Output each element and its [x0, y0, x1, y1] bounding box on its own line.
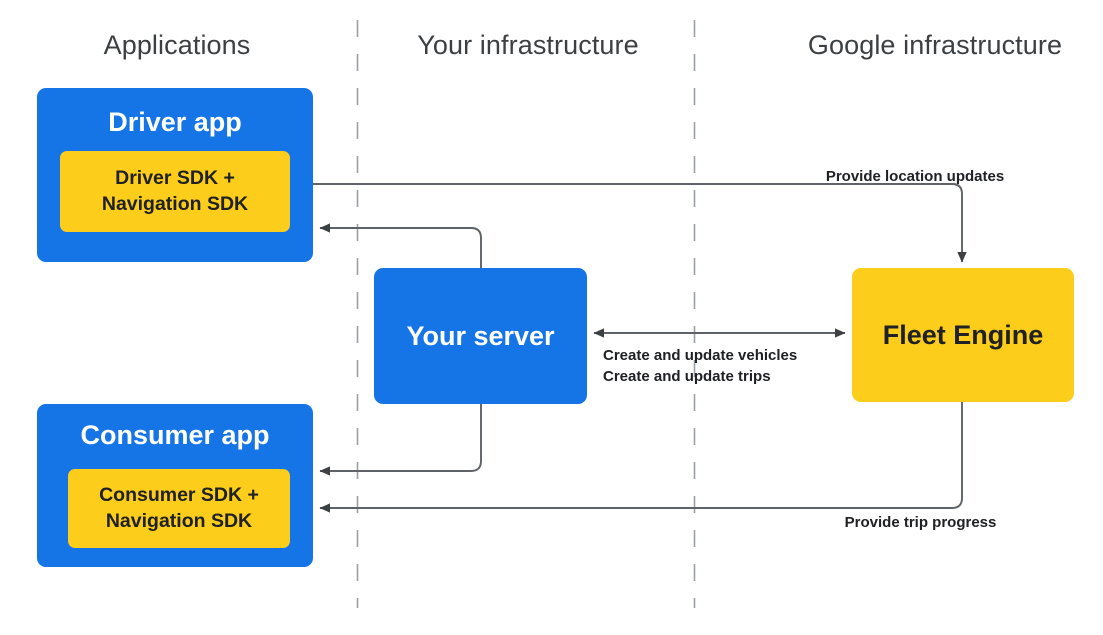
node-driver-app[interactable]: Driver app Driver SDK + Navigation SDK	[37, 88, 313, 262]
node-consumer-app[interactable]: Consumer app Consumer SDK + Navigation S…	[37, 404, 313, 567]
column-header-google-infrastructure: Google infrastructure	[807, 30, 1063, 60]
edge-label-create-update-trips: Create and update trips	[603, 368, 771, 386]
driver-sdk-label: Driver SDK + Navigation SDK	[102, 166, 248, 218]
consumer-sdk-label: Consumer SDK + Navigation SDK	[99, 483, 259, 535]
consumer-app-title: Consumer app	[80, 420, 270, 450]
driver-app-title: Driver app	[108, 107, 242, 137]
edge-label-trip-progress: Provide trip progress	[844, 514, 997, 531]
edge-label-server-fleet-engine: Create and update vehicles Create and up…	[603, 345, 863, 388]
edge-label-location-updates: Provide location updates	[825, 168, 1005, 185]
node-your-server[interactable]: Your server	[374, 268, 587, 404]
driver-sdk-line1: Driver SDK +	[115, 166, 235, 189]
edge-location-updates	[290, 183, 967, 263]
consumer-sdk-line2: Navigation SDK	[105, 509, 253, 532]
edge-label-create-update-vehicles: Create and update vehicles	[603, 347, 798, 364]
your-server-label: Your server	[406, 320, 555, 351]
column-header-applications: Applications	[103, 30, 251, 60]
column-header-your-infrastructure: Your infrastructure	[417, 30, 639, 60]
node-fleet-engine[interactable]: Fleet Engine	[852, 268, 1074, 402]
fleet-engine-label: Fleet Engine	[882, 319, 1044, 350]
driver-sdk-line2: Navigation SDK	[101, 192, 249, 215]
consumer-sdk-line1: Consumer SDK +	[99, 483, 259, 506]
node-consumer-sdk[interactable]: Consumer SDK + Navigation SDK	[68, 469, 290, 548]
edge-server-to-driver	[319, 223, 482, 268]
edge-trip-progress	[319, 402, 963, 513]
edge-server-to-consumer	[319, 404, 482, 476]
node-driver-sdk[interactable]: Driver SDK + Navigation SDK	[60, 151, 290, 232]
